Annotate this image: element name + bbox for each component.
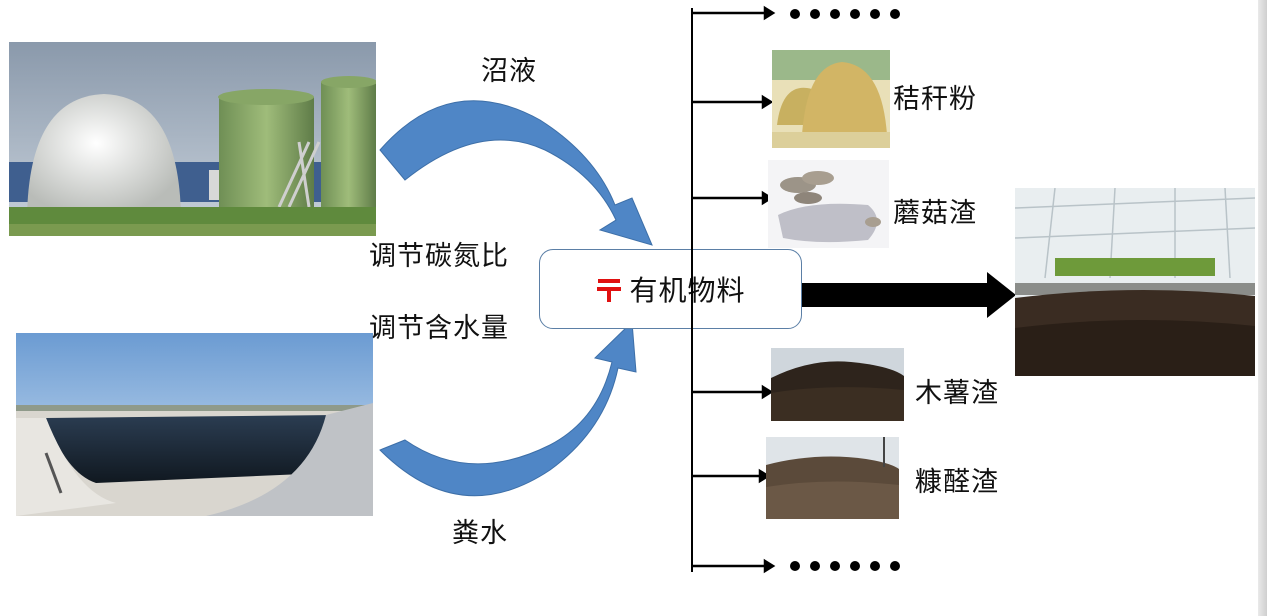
ellipsis-dots-icon	[790, 9, 900, 19]
output-arrow	[802, 272, 1016, 318]
label-adjust-cn-ratio: 调节碳氮比	[369, 241, 509, 272]
curved-arrow-biogas-slurry	[379, 100, 653, 246]
label-manure-water: 粪水	[452, 518, 508, 549]
label-adjust-moisture: 调节含水量	[369, 313, 509, 344]
center-label: 有机物料	[629, 274, 746, 307]
page-edge	[1258, 0, 1267, 616]
material-branch-line	[691, 5, 776, 574]
red-postal-mark-icon	[597, 279, 622, 302]
composting-greenhouse-photo	[1015, 188, 1255, 376]
label-mushroom-residue: 蘑菇渣	[893, 198, 977, 229]
biogas-plant-photo	[9, 42, 376, 236]
curved-arrow-manure-water	[379, 320, 637, 497]
label-straw-powder: 秸秆粉	[893, 84, 977, 115]
mushroom-residue-photo	[768, 160, 889, 248]
straw-powder-photo	[772, 50, 890, 148]
cassava-residue-photo	[771, 348, 904, 421]
vinegar-residue-photo	[766, 437, 899, 519]
label-vinegar-residue: 糠醛渣	[915, 467, 999, 498]
label-biogas-slurry: 沼液	[481, 56, 537, 87]
ellipsis-dots-icon	[790, 561, 900, 571]
label-cassava-residue: 木薯渣	[915, 378, 999, 409]
organic-material-box: 有机物料	[539, 249, 802, 329]
manure-pond-photo	[16, 333, 373, 516]
